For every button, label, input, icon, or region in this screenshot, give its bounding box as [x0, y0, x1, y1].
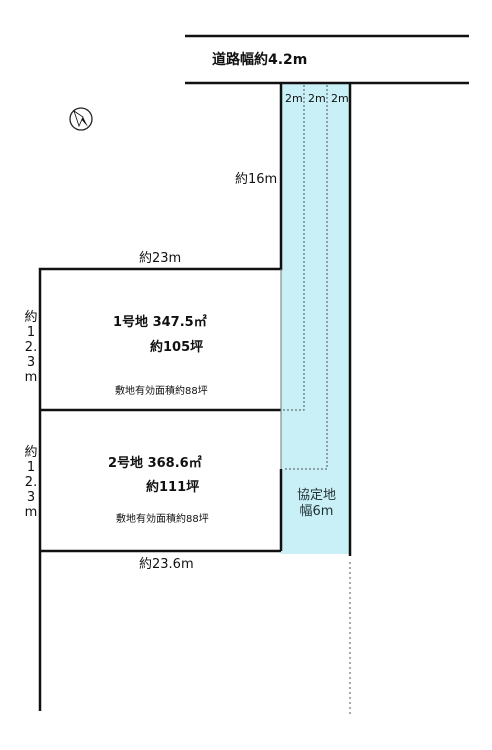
lot-outline-top [38, 83, 283, 711]
strip-width-label-3: 2m [331, 92, 349, 105]
strip-width-label-2: 2m [308, 92, 326, 105]
top-width-label: 約23m [139, 251, 182, 266]
lot2-title: 2号地 368.6㎡ [108, 456, 202, 471]
north-depth-label: 約16m [235, 172, 278, 187]
easement-divider-2 [283, 85, 328, 470]
bottom-width-label: 約23.6m [139, 557, 194, 572]
road-width-label: 道路幅約4.2m [212, 52, 308, 68]
lot1-effective-area: 敷地有効面積約88坪 [115, 386, 208, 397]
easement-strip [281, 83, 350, 554]
easement-label-line1: 協定地 [296, 488, 336, 503]
lot1-title: 1号地 347.5㎡ [113, 315, 207, 330]
strip-width-label-1: 2m [285, 92, 303, 105]
lot2-tsubo: 約111坪 [146, 480, 200, 495]
easement-divider-1 [283, 85, 305, 411]
lot2-height-label: 約12.3m [24, 445, 38, 520]
north-arrow-icon [69, 107, 93, 131]
lot2-effective-area: 敷地有効面積約88坪 [116, 514, 209, 525]
easement-label-line2: 幅6m [299, 504, 334, 519]
lot1-height-label: 約12.3m [24, 310, 38, 385]
lot1-tsubo: 約105坪 [150, 340, 204, 355]
easement-label: 協定地 幅6m [289, 488, 344, 520]
